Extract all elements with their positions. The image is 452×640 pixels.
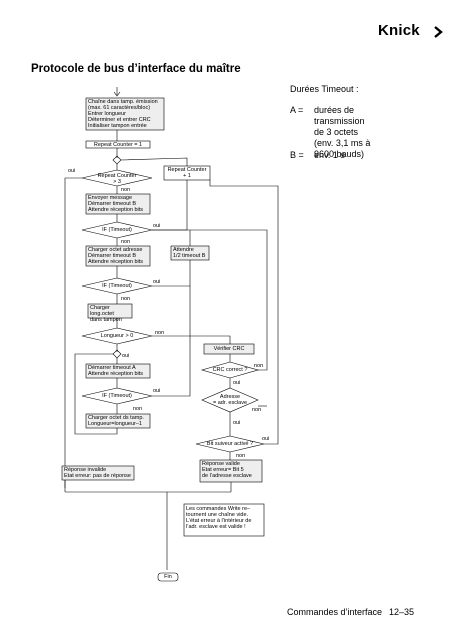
load-address-line: Démarrer timeout B <box>88 253 136 259</box>
note-line: L’état erreur à l’intérieur de <box>186 518 252 524</box>
end-terminal: Fin <box>164 574 172 580</box>
load-address-line: Charger octet adresse <box>88 247 143 253</box>
init-line: Déterminer et entrer CRC <box>88 117 151 123</box>
footer-section: Commandes d’interface <box>287 607 383 617</box>
crc-correct-label: CRC correct ? <box>212 367 248 373</box>
repeat-inc-label: Repeat Counter + 1 <box>164 167 210 179</box>
yes-label: oui <box>153 223 161 229</box>
response-valid-box: Réponse valide Etat erreur= Bit 5 de l’a… <box>202 461 262 479</box>
verify-crc-label: Vérifier CRC <box>213 346 245 352</box>
yes-label: oui <box>68 168 76 174</box>
no-label: non <box>155 330 165 336</box>
timeout-b-value: env. 1 s <box>314 150 345 160</box>
timeout-a-line: de 3 octets <box>314 127 359 137</box>
yes-label: oui <box>233 380 241 386</box>
note-line: l’adr. esclave est valide ! <box>186 524 246 530</box>
note-box: Les commandes Write re– tournent une cha… <box>186 506 264 530</box>
no-label: non <box>121 296 131 302</box>
no-label: non <box>121 187 131 193</box>
load-address-line: Attendre réception bits <box>88 259 144 265</box>
response-invalid-box: Réponse invalide Etat erreur: pas de rép… <box>64 467 134 479</box>
length-cond: Longueur > 0 <box>100 333 134 339</box>
repeat-set-label: Repeat Counter = 1 <box>93 142 143 148</box>
page-number: 12–35 <box>389 607 415 617</box>
response-valid-line: de l’adresse esclave <box>202 473 252 479</box>
response-invalid-line: Réponse invalide <box>64 467 107 473</box>
timeout-a: A = durées de transmission de 3 octets (… <box>290 105 430 159</box>
start-timeout-a-box: Démarrer timeout A Attendre réception bi… <box>88 365 150 377</box>
response-valid-line: Etat erreur= Bit 5 <box>202 467 244 473</box>
start-timeout-a-line: Démarrer timeout A <box>88 365 136 371</box>
repeat-inc-line: + 1 <box>183 173 191 179</box>
no-label: non <box>254 363 264 369</box>
load-length-box: Charger long.octet dans tampon <box>90 305 132 323</box>
response-valid-line: Réponse valide <box>202 461 240 467</box>
chevron-right-icon <box>434 25 443 42</box>
send-line: Envoyer message <box>88 195 133 201</box>
init-line: Initialiser tampon entrée <box>88 123 147 129</box>
note-line: Les commandes Write re– <box>186 506 251 512</box>
no-label: non <box>252 407 262 413</box>
init-line: Chaîne dans tamp. émission <box>88 99 158 105</box>
load-byte-line: Charger octet ds tamp. <box>88 415 144 421</box>
no-label: non <box>133 406 143 412</box>
timeout-a-key: A = <box>290 105 304 115</box>
init-line: Entrer longueur <box>88 111 126 117</box>
yes-label: oui <box>262 436 270 442</box>
if-timeout-2: IF (Timeout) <box>102 283 132 289</box>
follow-bit-label: Bit suiveur activé ? <box>206 441 254 447</box>
brand-name: Knick <box>378 22 420 39</box>
load-length-line: Charger long.octet <box>90 305 114 317</box>
no-label: non <box>121 239 131 245</box>
load-byte-box: Charger octet ds tamp. Longueur=longueur… <box>88 415 150 427</box>
timeout-b-key: B = <box>290 150 304 160</box>
note-line: tournent une chaîne vide. <box>186 512 249 518</box>
timeout-a-line: durées de transmission <box>314 105 365 126</box>
timeout-a-value: durées de transmission de 3 octets (env.… <box>314 105 394 160</box>
address-label: Adresse = adr. esclave <box>202 394 258 406</box>
repeat-inc-line: Repeat Counter <box>167 167 207 173</box>
load-address-box: Charger octet adresse Démarrer timeout B… <box>88 247 150 265</box>
repeat-cond-line: > 3 <box>113 179 121 185</box>
send-line: Attendre réception bits <box>88 207 144 213</box>
start-timeout-a-line: Attendre réception bits <box>88 371 144 377</box>
if-timeout-1: IF (Timeout) <box>102 227 132 233</box>
yes-label: oui <box>153 279 161 285</box>
yes-label: oui <box>233 420 241 426</box>
load-length-line: dans tampon <box>90 317 122 323</box>
address-line: = adr. esclave <box>212 400 248 406</box>
load-byte-line: Longueur=longueur–1 <box>88 421 142 427</box>
timeout-b: B = env. 1 s <box>290 150 430 162</box>
wait-half-box: Attendre 1/2 timeout B <box>173 247 209 259</box>
init-box: Chaîne dans tamp. émission (max. 61 cara… <box>88 99 164 129</box>
address-line: Adresse <box>219 394 241 400</box>
wait-half-line: 1/2 timeout B <box>173 253 206 259</box>
timeout-a-line: 9600 bauds) <box>314 149 365 159</box>
send-line: Démarrer timeout B <box>88 201 136 207</box>
repeat-cond-line: Repeat Counter <box>97 173 137 179</box>
wait-half-line: Attendre <box>173 247 194 253</box>
if-timeout-3: IF (Timeout) <box>102 393 132 399</box>
section-title: Protocole de bus d’interface du maître <box>31 63 241 75</box>
yes-label: oui <box>153 388 161 394</box>
no-label: non <box>236 453 246 459</box>
timeouts-heading: Durées Timeout : <box>290 84 359 94</box>
yes-label: oui <box>122 353 130 359</box>
repeat-cond-label: Repeat Counter > 3 <box>86 173 148 185</box>
response-invalid-line: Etat erreur: pas de réponse <box>64 473 131 479</box>
knick-logo: Knick <box>378 22 443 39</box>
init-line: (max. 61 caractères/bloc) <box>88 105 151 111</box>
send-box: Envoyer message Démarrer timeout B Atten… <box>88 195 150 213</box>
timeout-a-line: (env. 3,1 ms à <box>314 138 371 148</box>
